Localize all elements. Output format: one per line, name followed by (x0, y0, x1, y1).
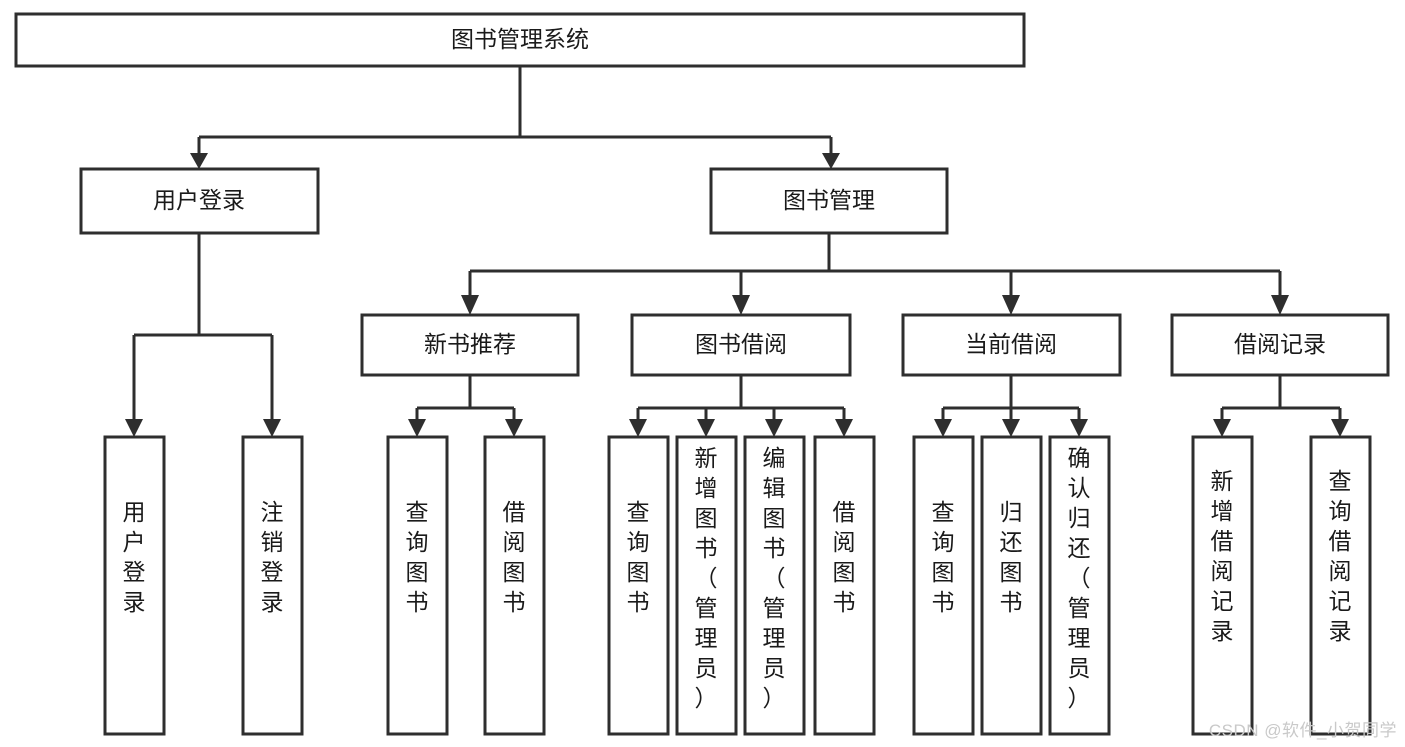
node-leaf-query-book-1-box[interactable] (386, 435, 449, 736)
node-user-login-label: 用户登录 (153, 187, 245, 213)
arrow-head-leaf-query-book-3 (934, 419, 952, 437)
node-leaf-return-book[interactable]: 归还图书 (980, 435, 1043, 736)
node-leaf-add-book-label: 新增图书（管理员） (695, 445, 718, 711)
node-leaf-edit-book-box[interactable] (743, 435, 806, 736)
node-book-borrow[interactable]: 图书借阅 (630, 313, 852, 377)
node-book-manage-label: 图书管理 (783, 187, 875, 213)
node-root-box[interactable] (14, 12, 1026, 68)
node-leaf-query-record-label: 查询借阅记录 (1329, 468, 1352, 644)
arrow-head-leaf-edit-book (765, 419, 783, 437)
node-leaf-add-record-label: 新增借阅记录 (1211, 468, 1234, 644)
node-leaf-confirm-return[interactable]: 确认归还（管理员） (1048, 435, 1111, 736)
node-leaf-borrow-book-2[interactable]: 借阅图书 (813, 435, 876, 736)
node-current-borrow-box[interactable] (901, 313, 1122, 377)
arrow-head-book-manage (822, 153, 840, 169)
arrow-head-borrow-record (1271, 295, 1289, 315)
node-leaf-edit-book-label: 编辑图书（管理员） (763, 445, 786, 711)
node-leaf-query-book-2-box[interactable] (607, 435, 670, 736)
connector-layer (125, 66, 1349, 437)
node-leaf-confirm-return-label: 确认归还（管理员） (1068, 445, 1091, 711)
node-leaf-query-book-2[interactable]: 查询图书 (607, 435, 670, 736)
arrow-head-user-login (190, 153, 208, 169)
node-book-borrow-label: 图书借阅 (695, 331, 787, 357)
node-leaf-query-book-3-box[interactable] (912, 435, 975, 736)
node-borrow-record[interactable]: 借阅记录 (1170, 313, 1390, 377)
arrow-head-leaf-confirm-return (1070, 419, 1088, 437)
node-leaf-user-login-label: 用户登录 (123, 499, 146, 615)
node-leaf-add-book-box[interactable] (675, 435, 738, 736)
arrow-head-leaf-add-book (697, 419, 715, 437)
arrow-head-leaf-return-book (1002, 419, 1020, 437)
arrow-head-new-book-rec (461, 295, 479, 315)
arrow-head-leaf-borrow-book-1 (505, 419, 523, 437)
node-leaf-user-logout[interactable]: 注销登录 (241, 435, 304, 736)
node-leaf-query-book-3-label: 查询图书 (932, 499, 955, 615)
node-root-label: 图书管理系统 (451, 26, 589, 52)
node-borrow-record-box[interactable] (1170, 313, 1390, 377)
node-leaf-borrow-book-1-box[interactable] (483, 435, 546, 736)
node-leaf-user-logout-box[interactable] (241, 435, 304, 736)
node-leaf-query-book-3[interactable]: 查询图书 (912, 435, 975, 736)
arrow-head-leaf-query-record (1331, 419, 1349, 437)
node-book-manage[interactable]: 图书管理 (709, 167, 949, 235)
node-new-book-rec-label: 新书推荐 (424, 331, 516, 357)
node-book-manage-box[interactable] (709, 167, 949, 235)
arrow-head-leaf-query-book-2 (629, 419, 647, 437)
node-book-borrow-box[interactable] (630, 313, 852, 377)
node-leaf-borrow-book-2-box[interactable] (813, 435, 876, 736)
arrow-head-leaf-query-book-1 (408, 419, 426, 437)
node-leaf-query-record-box[interactable] (1309, 435, 1372, 736)
arrow-head-book-borrow (732, 295, 750, 315)
node-user-login-box[interactable] (79, 167, 320, 235)
node-current-borrow-label: 当前借阅 (965, 331, 1057, 357)
node-leaf-borrow-book-2-label: 借阅图书 (833, 499, 856, 615)
node-user-login[interactable]: 用户登录 (79, 167, 320, 235)
arrow-head-leaf-add-record (1213, 419, 1231, 437)
node-leaf-borrow-book-1[interactable]: 借阅图书 (483, 435, 546, 736)
arrow-head-leaf-user-login (125, 419, 143, 437)
node-leaf-add-record[interactable]: 新增借阅记录 (1191, 435, 1254, 736)
node-leaf-query-book-1-label: 查询图书 (406, 499, 429, 615)
node-leaf-return-book-label: 归还图书 (1000, 499, 1023, 615)
node-leaf-add-record-box[interactable] (1191, 435, 1254, 736)
node-new-book-rec[interactable]: 新书推荐 (360, 313, 580, 377)
node-leaf-user-logout-label: 注销登录 (261, 499, 284, 615)
node-leaf-edit-book[interactable]: 编辑图书（管理员） (743, 435, 806, 736)
node-leaf-query-book-2-label: 查询图书 (627, 499, 650, 615)
arrow-head-current-borrow (1002, 295, 1020, 315)
node-current-borrow[interactable]: 当前借阅 (901, 313, 1122, 377)
node-leaf-confirm-return-box[interactable] (1048, 435, 1111, 736)
node-leaf-query-book-1[interactable]: 查询图书 (386, 435, 449, 736)
node-root[interactable]: 图书管理系统 (14, 12, 1026, 68)
node-new-book-rec-box[interactable] (360, 313, 580, 377)
node-leaf-user-login-box[interactable] (103, 435, 166, 736)
node-leaf-return-book-box[interactable] (980, 435, 1043, 736)
node-leaf-user-login[interactable]: 用户登录 (103, 435, 166, 736)
node-leaf-add-book[interactable]: 新增图书（管理员） (675, 435, 738, 736)
node-borrow-record-label: 借阅记录 (1234, 331, 1326, 357)
arrow-head-leaf-borrow-book-2 (835, 419, 853, 437)
node-leaf-query-record[interactable]: 查询借阅记录 (1309, 435, 1372, 736)
arrow-head-leaf-user-logout (263, 419, 281, 437)
node-leaf-borrow-book-1-label: 借阅图书 (503, 499, 526, 615)
